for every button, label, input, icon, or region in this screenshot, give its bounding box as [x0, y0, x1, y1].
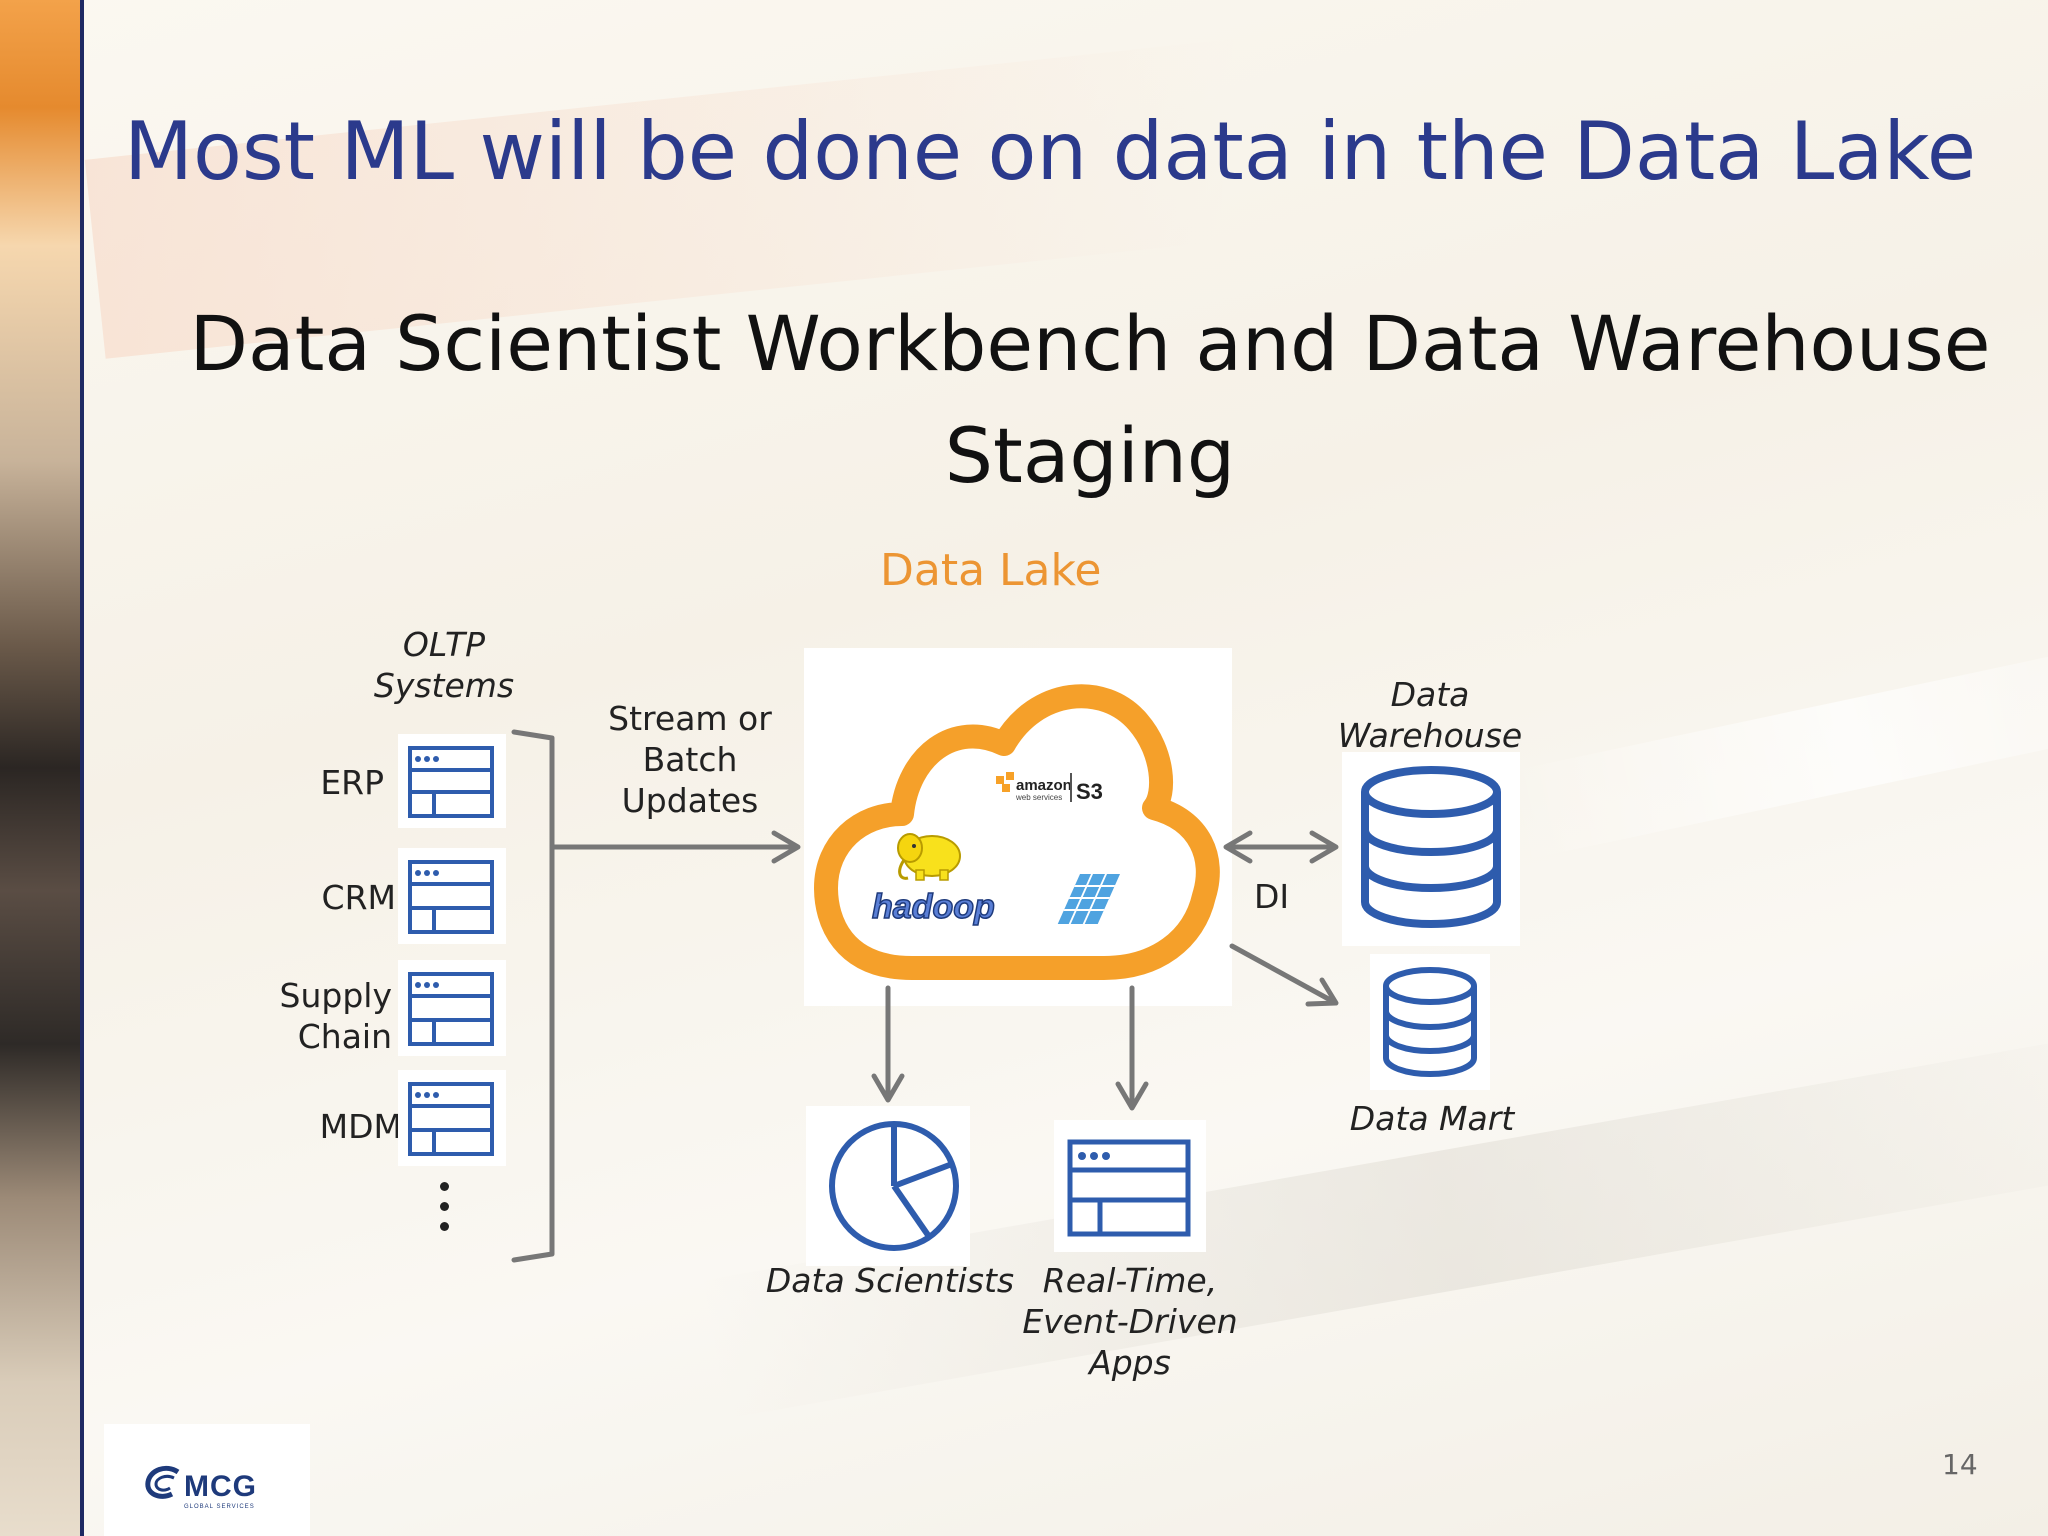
stream-batch-label: Stream or Batch Updates [590, 698, 790, 821]
stream-label-line-1: Stream or [608, 699, 772, 738]
event-driven-apps-window-icon [1054, 1120, 1206, 1252]
aws-logo-subtext: web services [1015, 793, 1062, 802]
warehouse-label-line-1: Data [1390, 675, 1470, 714]
oltp-label-line-2: Systems [373, 666, 515, 705]
arrow-to-data-mart-head [1305, 977, 1339, 1007]
source-label-mdm: MDM [319, 1107, 402, 1146]
source-label-supply-chain: Supply Chain [250, 975, 392, 1057]
s3-logo-text: S3 [1076, 779, 1103, 804]
cloud-icon [814, 684, 1220, 980]
event-driven-apps-label: Real-Time, Event-Driven Apps [1010, 1260, 1250, 1383]
data-scientists-label: Data Scientists [765, 1261, 1015, 1300]
decorative-ribbon [1498, 628, 2048, 862]
arrow-to-data-mart [1229, 943, 1337, 1005]
data-warehouse-label: Data Warehouse [1320, 674, 1540, 756]
apps-label-line-2: Event-Driven [1022, 1302, 1238, 1341]
mcg-logo-text: MCG [184, 1470, 257, 1503]
di-arrow-right-head [1309, 830, 1339, 864]
supply-chain-system-icon [398, 960, 506, 1056]
data-mart-label: Data Mart [1349, 1099, 1515, 1138]
apps-label-line-3: Apps [1089, 1343, 1171, 1382]
arrow-to-data-scientists-head [871, 1073, 905, 1103]
warehouse-label-line-2: Warehouse [1337, 716, 1523, 755]
aws-logo-text: amazon [1016, 777, 1072, 794]
source-label-crm: CRM [321, 878, 396, 917]
spark-grid-icon [1057, 874, 1120, 924]
more-sources-ellipsis [440, 1182, 452, 1232]
crm-system-icon [398, 848, 506, 944]
hadoop-logo-text: hadoop [872, 888, 995, 926]
mdm-system-icon [398, 1070, 506, 1166]
apps-label-line-1: Real-Time, [1042, 1261, 1218, 1300]
hadoop-elephant-icon [897, 833, 961, 881]
erp-system-icon [398, 734, 506, 828]
sources-bracket [511, 729, 555, 1263]
supply-chain-line-1: Supply [279, 976, 392, 1015]
mcg-logo: MCG GLOBAL SERVICES [104, 1424, 310, 1536]
page-number: 14 [1942, 1448, 1978, 1481]
decorative-edge-art [0, 0, 80, 1536]
data-warehouse-database-icon [1342, 752, 1520, 946]
data-mart-database-icon [1370, 954, 1490, 1090]
mcg-swirl-icon [145, 1465, 180, 1499]
mcg-logo-subtext: GLOBAL SERVICES [184, 1504, 255, 1510]
arrow-to-apps-head [1115, 1081, 1149, 1111]
data-scientists-pie-chart-icon [806, 1106, 970, 1266]
stream-label-line-2: Batch [642, 740, 738, 779]
slide-subtitle: Data Scientist Workbench and Data Wareho… [100, 288, 2048, 512]
data-lake-cloud: amazon web services S3 hadoop [804, 648, 1232, 1006]
supply-chain-line-2: Chain [297, 1017, 392, 1056]
arrow-to-lake [771, 830, 801, 864]
stream-label-line-3: Updates [621, 781, 759, 820]
source-label-erp: ERP [320, 763, 384, 802]
decorative-edge-line [80, 0, 84, 1536]
di-label: DI [1254, 877, 1290, 916]
subtitle-line-1: Data Scientist Workbench and Data Wareho… [189, 299, 1991, 388]
slide-title: Most ML will be done on data in the Data… [124, 105, 1977, 198]
aws-logo: amazon web services S3 [996, 772, 1103, 804]
oltp-systems-label: OLTP Systems [364, 624, 524, 706]
oltp-label-line-1: OLTP [402, 625, 486, 664]
subtitle-line-2: Staging [944, 411, 1236, 500]
data-lake-label: Data Lake [880, 545, 1102, 596]
